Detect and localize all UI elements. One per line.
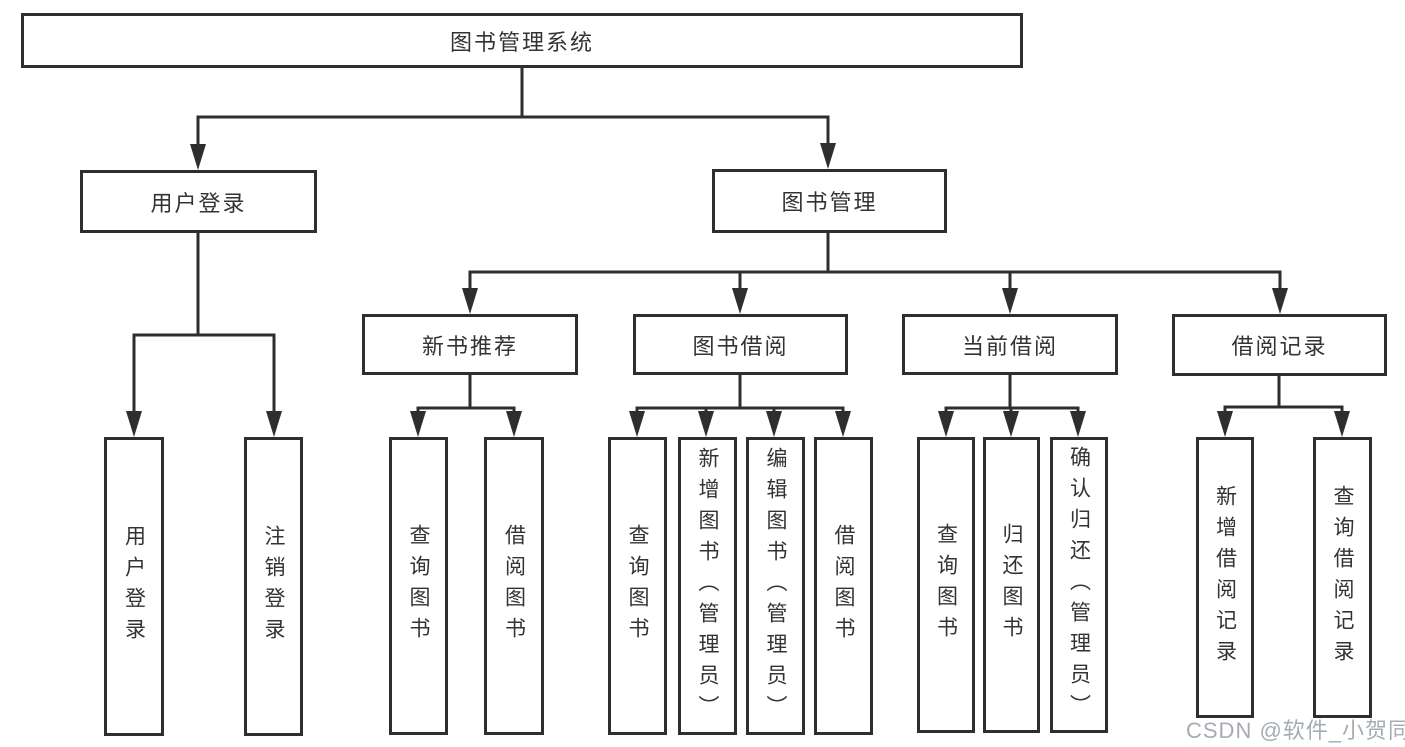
node-root: 图书管理系统: [21, 13, 1023, 68]
leaf-edit-book-admin-label: 编辑图书（管理员）: [764, 446, 787, 726]
leaf-add-borrow-record-label: 新增借阅记录: [1213, 484, 1237, 671]
node-book-borrowing-label: 图书借阅: [692, 333, 789, 359]
leaf-return-books-label: 归还图书: [1000, 523, 1023, 647]
leaf-user-login-label: 用户登录: [122, 524, 146, 649]
leaf-confirm-return-admin-label: 确认归还（管理员）: [1067, 445, 1091, 725]
node-borrowing-records-label: 借阅记录: [1231, 334, 1328, 359]
leaf-edit-book-admin: 编辑图书（管理员）: [746, 437, 805, 735]
leaf-add-book-admin: 新增图书（管理员）: [678, 437, 737, 735]
leaf-query-books-3: 查询图书: [917, 437, 975, 733]
leaf-query-books-3-label: 查询图书: [934, 523, 958, 647]
leaf-return-books: 归还图书: [983, 437, 1040, 733]
node-current-borrowing-label: 当前借阅: [961, 333, 1058, 359]
leaf-borrow-books-1-label: 借阅图书: [502, 524, 526, 648]
leaf-borrow-books-2-label: 借阅图书: [832, 524, 855, 648]
watermark: CSDN @软件_小贺同学: [1186, 718, 1405, 743]
node-new-book-recommendation-label: 新书推荐: [421, 333, 518, 359]
node-user-login-label: 用户登录: [150, 190, 247, 216]
leaf-query-books-2-label: 查询图书: [626, 524, 649, 648]
arrowheads: [126, 143, 1350, 437]
leaf-query-borrow-record-label: 查询借阅记录: [1331, 484, 1354, 671]
leaf-add-borrow-record: 新增借阅记录: [1196, 437, 1254, 718]
node-root-label: 图书管理系统: [449, 29, 594, 55]
node-user-login: 用户登录: [80, 170, 317, 233]
leaf-logout: 注销登录: [244, 437, 303, 736]
node-book-borrowing: 图书借阅: [633, 314, 848, 375]
leaf-query-books-1-label: 查询图书: [407, 524, 430, 648]
leaf-borrow-books-2: 借阅图书: [814, 437, 873, 735]
leaf-logout-label: 注销登录: [262, 524, 285, 649]
node-borrowing-records: 借阅记录: [1172, 314, 1387, 376]
leaf-borrow-books-1: 借阅图书: [484, 437, 544, 735]
leaf-query-borrow-record: 查询借阅记录: [1313, 437, 1372, 718]
node-book-management: 图书管理: [712, 169, 947, 233]
leaf-query-books-2: 查询图书: [608, 437, 667, 735]
node-book-management-label: 图书管理: [781, 190, 878, 215]
leaf-user-login: 用户登录: [104, 437, 164, 736]
leaf-confirm-return-admin: 确认归还（管理员）: [1050, 437, 1108, 733]
node-current-borrowing: 当前借阅: [902, 314, 1118, 375]
leaf-query-books-1: 查询图书: [389, 437, 448, 735]
node-new-book-recommendation: 新书推荐: [362, 314, 578, 375]
leaf-add-book-admin-label: 新增图书（管理员）: [696, 446, 719, 726]
